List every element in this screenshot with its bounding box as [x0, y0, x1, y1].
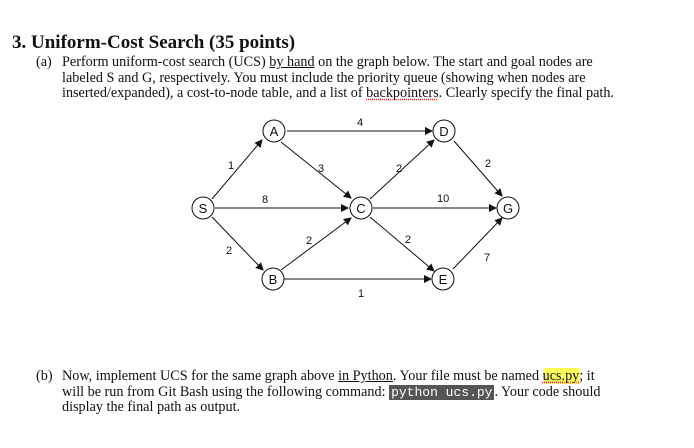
part-b-text-4: will be run from Git Bash using the foll… — [62, 383, 390, 400]
node-e-label: E — [439, 272, 448, 287]
part-a-line-3: inserted/expanded), a cost-to-node table… — [62, 85, 662, 102]
part-a-text-3c: . Clearly specify the final path. — [438, 85, 614, 101]
edge-c-e — [369, 216, 435, 272]
weight-b-c: 2 — [306, 235, 312, 247]
part-a-label: (a) — [36, 54, 52, 70]
edge-d-g — [453, 140, 503, 197]
part-a-line-2: labeled S and G, respectively. You must … — [62, 69, 586, 86]
part-a-text: Perform uniform-cost search (UCS) by han… — [62, 54, 662, 102]
node-a-label: A — [270, 124, 279, 139]
node-s: S — [191, 196, 215, 220]
in-python-link[interactable]: in Python — [338, 368, 393, 384]
node-a: A — [262, 119, 286, 143]
weight-b-e: 1 — [358, 288, 364, 300]
edge-s-b — [211, 216, 264, 271]
part-b-text-5: . Your code should — [494, 383, 601, 400]
part-a-text-1: Perform uniform-cost search (UCS) — [62, 54, 270, 70]
node-g: G — [496, 196, 520, 220]
node-d-label: D — [439, 124, 448, 139]
node-g-label: G — [503, 201, 513, 216]
node-d: D — [432, 119, 456, 143]
weight-s-b: 2 — [226, 245, 232, 257]
node-c: C — [349, 196, 373, 220]
backpointers-word: backpointers — [366, 85, 439, 101]
part-b-line-1: Now, implement UCS for the same graph ab… — [62, 368, 672, 385]
node-b: B — [261, 267, 285, 291]
weight-d-g: 2 — [485, 158, 491, 170]
part-b-text: Now, implement UCS for the same graph ab… — [62, 368, 672, 416]
weight-s-a: 1 — [228, 160, 234, 172]
weight-c-g: 10 — [437, 193, 449, 205]
weight-c-d: 2 — [396, 163, 402, 175]
part-a-text-3a: inserted/expanded), a cost-to-node table… — [62, 85, 367, 101]
part-b-text-3: ; it — [579, 368, 595, 384]
question-heading: 3. Uniform-Cost Search (35 points) — [12, 32, 296, 53]
edge-e-g — [452, 217, 503, 270]
command-snippet: python ucs.py — [389, 384, 495, 400]
weight-a-c: 3 — [318, 163, 324, 175]
weight-a-d: 4 — [357, 117, 363, 129]
node-b-label: B — [269, 272, 278, 287]
edge-c-d — [369, 139, 435, 200]
weight-c-e: 2 — [405, 234, 411, 246]
weight-s-c: 8 — [262, 194, 268, 206]
part-a-text-2: on the graph below. The start and goal n… — [314, 54, 593, 70]
by-hand-link[interactable]: by hand — [269, 54, 315, 70]
filename-highlight: ucs.py — [542, 368, 580, 384]
node-s-label: S — [199, 201, 208, 216]
node-e: E — [431, 267, 455, 291]
part-a-line-1: Perform uniform-cost search (UCS) by han… — [62, 54, 662, 71]
part-b-line-2: will be run from Git Bash using the foll… — [62, 383, 672, 401]
edge-a-c — [280, 141, 352, 199]
part-b-line-3: display the final path as output. — [62, 399, 241, 415]
node-c-label: C — [356, 201, 365, 216]
part-b-text-2: . Your file must be named — [392, 368, 543, 384]
part-b-text-1: Now, implement UCS for the same graph ab… — [62, 368, 339, 384]
weight-e-g: 7 — [484, 252, 490, 264]
part-b-label: (b) — [36, 368, 53, 384]
edge-b-c — [280, 217, 352, 271]
edge-s-a — [211, 139, 263, 200]
